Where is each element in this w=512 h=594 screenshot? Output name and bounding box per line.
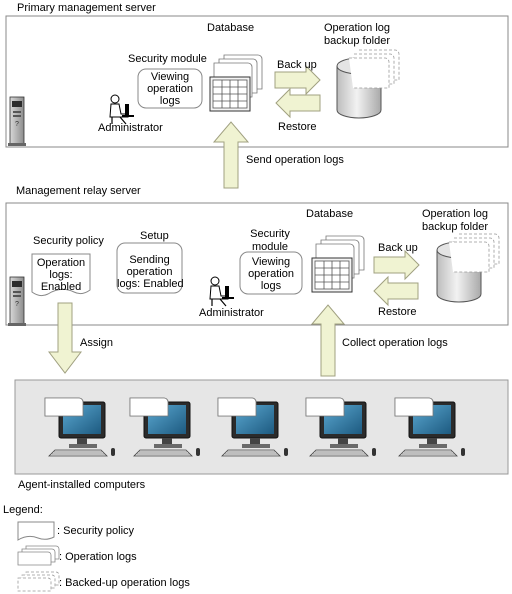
relay-security-module-label: Security module xyxy=(250,228,290,253)
legend-backed-up-logs-label: : Backed-up operation logs xyxy=(59,577,190,589)
relay-setup-box xyxy=(116,242,183,294)
relay-viewing-text: Viewing operation logs xyxy=(248,256,294,292)
agent-computers-label: Agent-installed computers xyxy=(18,479,146,491)
relay-database-label: Database xyxy=(306,208,354,220)
relay-setup-label: Setup xyxy=(140,230,169,242)
primary-server-title: Primary management server xyxy=(17,2,156,14)
send-logs-label: Send operation logs xyxy=(246,154,344,166)
primary-server-icon xyxy=(7,96,27,147)
relay-security-policy-text: Operation logs: Enabled xyxy=(36,257,86,293)
relay-restore-arrow xyxy=(373,275,419,307)
primary-database-label: Database xyxy=(207,22,255,34)
operation-logs-icon xyxy=(17,545,60,566)
security-policy-icon xyxy=(17,521,55,541)
relay-server-title: Management relay server xyxy=(16,185,141,197)
primary-security-module-label: Security module xyxy=(128,53,207,65)
relay-security-policy-box xyxy=(31,253,91,297)
primary-restore-arrow xyxy=(275,87,321,119)
primary-backup-label: Back up xyxy=(277,59,317,71)
primary-backup-arrow xyxy=(274,64,321,96)
collect-logs-arrow xyxy=(310,304,346,377)
relay-backup-label: Back up xyxy=(378,242,418,254)
collect-logs-label: Collect operation logs xyxy=(342,337,448,349)
primary-restore-label: Restore xyxy=(278,121,317,133)
assign-arrow xyxy=(47,302,83,374)
primary-viewing-box xyxy=(137,68,203,109)
legend-operation-logs-label: : Operation logs xyxy=(59,551,137,563)
assign-label: Assign xyxy=(80,337,114,349)
relay-setup-text: Sending operation logs: Enabled xyxy=(117,254,184,290)
relay-backup-arrow xyxy=(373,249,420,281)
relay-server-icon xyxy=(7,276,27,327)
legend-security-policy-label: : Security policy xyxy=(57,525,135,537)
relay-backup-folder-label: Operation log backup folder xyxy=(421,208,489,233)
relay-security-policy-label: Security policy xyxy=(33,235,104,247)
primary-viewing-text: Viewing operation logs xyxy=(147,71,193,107)
primary-administrator-label: Administrator xyxy=(98,122,163,134)
primary-backup-folder-label: Operation log backup folder xyxy=(323,22,391,47)
send-logs-arrow xyxy=(212,121,250,189)
legend-title: Legend: xyxy=(3,504,43,516)
relay-restore-label: Restore xyxy=(378,306,417,318)
relay-administrator-label: Administrator xyxy=(199,307,264,319)
relay-viewing-box xyxy=(239,251,303,295)
backed-up-logs-icon xyxy=(17,571,60,592)
